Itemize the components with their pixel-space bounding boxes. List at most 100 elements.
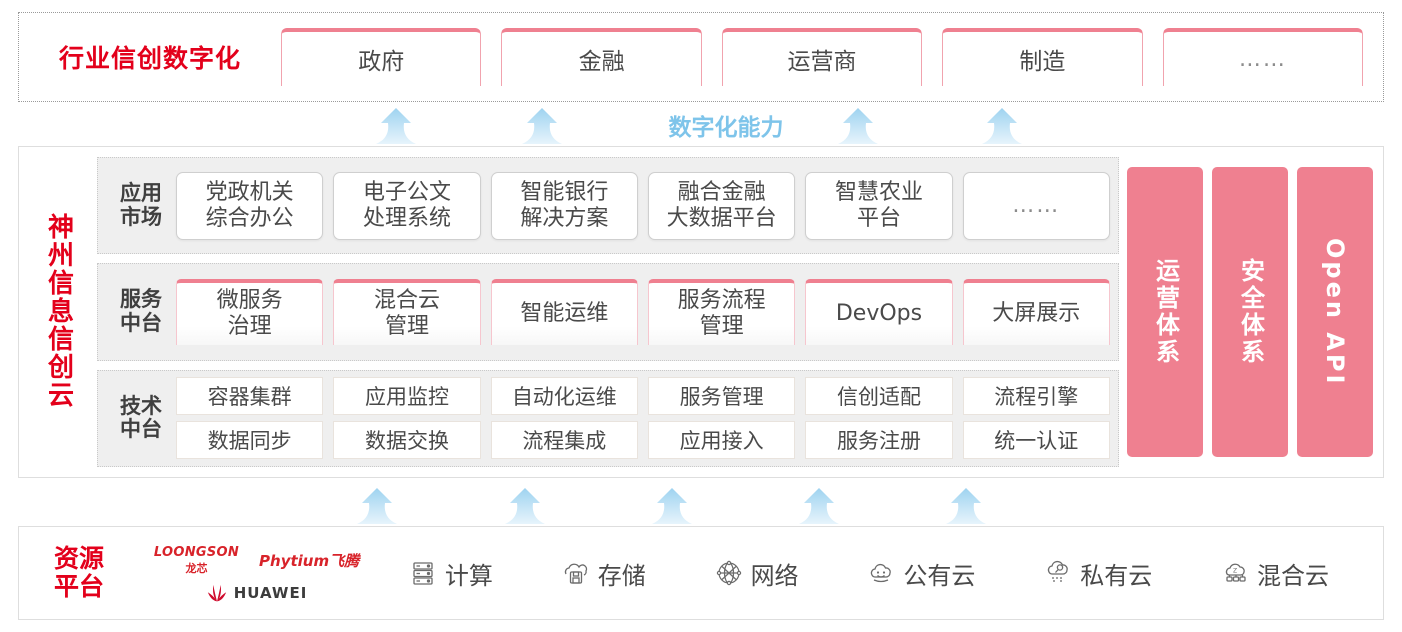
svc-cell-devops[interactable]: DevOps <box>805 278 953 345</box>
private-cloud-icon <box>1043 558 1073 588</box>
hybrid-cloud-icon: Z <box>1220 558 1250 588</box>
tech-cells-line-1: 容器集群 应用监控 自动化运维 服务管理 信创适配 流程引擎 <box>176 376 1110 416</box>
resource-item-hybrid-cloud[interactable]: Z 混合云 <box>1220 556 1329 591</box>
service-platform-cells: 微服务治理 混合云管理 智能运维 服务流程管理 DevOps <box>176 270 1110 353</box>
svc-cell-service-process-mgmt[interactable]: 服务流程管理 <box>647 278 796 345</box>
app-market-cells: 党政机关综合办公 电子公文处理系统 智能银行解决方案 融合金融大数据平台 智慧农 <box>176 164 1110 247</box>
row-app-market: 应用 市场 党政机关综合办公 电子公文处理系统 智能银行解决方案 <box>97 157 1119 255</box>
svg-text:Z: Z <box>1233 568 1237 575</box>
tech-cell-app-monitoring[interactable]: 应用监控 <box>333 376 481 415</box>
app-cell-edoc-system[interactable]: 电子公文处理系统 <box>333 171 481 240</box>
industry-band-title: 行业信创数字化 <box>58 44 241 73</box>
vendor-logo-row-top: LOONGSON 龙芯 Phytium飞腾 <box>154 545 359 576</box>
tech-cell-process-engine[interactable]: 流程引擎 <box>962 376 1110 415</box>
pillar-operations-system[interactable]: 运营体系 <box>1127 167 1203 457</box>
loongson-logo: LOONGSON 龙芯 <box>153 544 240 575</box>
resource-item-list: 计算 存储 <box>374 556 1383 591</box>
vendor-logos: LOONGSON 龙芯 Phytium飞腾 HUAWEI <box>139 545 374 602</box>
pillar-security-system[interactable]: 安全体系 <box>1212 167 1288 457</box>
tech-cell-xinchuang-adaptation[interactable]: 信创适配 <box>805 376 953 415</box>
cloud-title-char: 信 <box>47 268 74 299</box>
resource-item-label: 计算 <box>444 561 493 590</box>
app-cell-more[interactable]: …… <box>962 171 1110 240</box>
industry-box-more[interactable]: …… <box>1162 28 1364 86</box>
up-arrow-icon <box>795 488 843 524</box>
row-service-platform: 服务 中台 微服务治理 混合云管理 智能运维 <box>97 263 1119 361</box>
tech-cell-app-access[interactable]: 应用接入 <box>647 421 796 460</box>
pillar-label: Open API <box>1321 237 1349 387</box>
cloud-panel-title: 神 州 信 息 信 创 云 <box>19 147 97 477</box>
row-label-service-platform: 服务 中台 <box>120 287 162 335</box>
svc-cell-microservice-governance[interactable]: 微服务治理 <box>176 278 324 345</box>
resource-item-public-cloud[interactable]: 公有云 <box>866 556 975 591</box>
app-cell-smart-agriculture[interactable]: 智慧农业平台 <box>805 171 953 240</box>
industry-band: 行业信创数字化 政府 金融 运营商 制造 …… <box>18 12 1384 102</box>
cloud-side-pillars: 运营体系 安全体系 Open API <box>1127 157 1373 467</box>
cloud-rows: 应用 市场 党政机关综合办公 电子公文处理系统 智能银行解决方案 <box>97 157 1119 467</box>
cloud-title-char: 信 <box>47 325 74 356</box>
tech-cells-line-2: 数据同步 数据交换 流程集成 应用接入 服务注册 统一认证 <box>176 421 1110 460</box>
tech-cell-service-mgmt[interactable]: 服务管理 <box>647 376 796 415</box>
capability-label: 数字化能力 <box>668 115 784 141</box>
up-arrow-icon <box>942 488 990 524</box>
svc-cell-big-screen-display[interactable]: 大屏展示 <box>962 278 1110 345</box>
resource-item-label: 混合云 <box>1257 561 1330 590</box>
up-arrow-icon <box>518 108 566 144</box>
resource-platform-panel: 资源 平台 LOONGSON 龙芯 Phytium飞腾 <box>18 526 1384 620</box>
up-arrow-icon <box>978 108 1026 144</box>
server-icon <box>408 558 438 588</box>
resource-item-private-cloud[interactable]: 私有云 <box>1043 556 1152 591</box>
tech-cell-container-cluster[interactable]: 容器集群 <box>176 376 324 415</box>
resource-item-label: 存储 <box>597 561 646 590</box>
vendor-logo-row-bottom: HUAWEI <box>206 584 308 602</box>
cloud-title-char: 云 <box>47 381 74 412</box>
tech-cell-data-exchange[interactable]: 数据交换 <box>333 421 481 460</box>
up-arrow-icon <box>648 488 696 524</box>
pillar-label: 安全体系 <box>1236 258 1265 366</box>
tech-platform-cells: 容器集群 应用监控 自动化运维 服务管理 信创适配 流程引擎 数据同步 数据交换… <box>176 376 1110 460</box>
cloud-title-char: 神 <box>47 212 74 243</box>
huawei-wordmark: HUAWEI <box>233 583 308 602</box>
row-label-tech-platform: 技术 中台 <box>120 393 162 442</box>
cloud-title-char: 创 <box>47 353 74 384</box>
pillar-label: 运营体系 <box>1151 258 1180 366</box>
up-arrow-icon <box>353 488 401 524</box>
up-arrow-icon <box>372 108 420 144</box>
industry-box-list: 政府 金融 运营商 制造 …… <box>281 28 1383 86</box>
shenzhou-cloud-panel: 神 州 信 息 信 创 云 应用 市场 党政机关综合办公 <box>18 146 1384 478</box>
row-tech-platform: 技术 中台 容器集群 应用监控 自动化运维 服务管理 信创适配 流程引擎 <box>97 369 1119 467</box>
tech-cell-data-sync[interactable]: 数据同步 <box>176 421 324 460</box>
row-label-app-market: 应用 市场 <box>120 181 162 229</box>
app-cell-fintech-bigdata[interactable]: 融合金融大数据平台 <box>647 171 796 240</box>
cloud-title-char: 州 <box>47 240 74 271</box>
network-globe-icon <box>714 558 744 588</box>
tech-cell-process-integration[interactable]: 流程集成 <box>490 421 638 460</box>
pillar-open-api[interactable]: Open API <box>1297 167 1373 457</box>
capability-arrow-strip-top <box>0 104 1402 144</box>
app-cell-gov-office[interactable]: 党政机关综合办公 <box>176 171 324 240</box>
industry-box-finance[interactable]: 金融 <box>501 28 702 86</box>
resource-item-label: 公有云 <box>903 561 976 590</box>
resource-item-label: 网络 <box>750 561 799 590</box>
industry-box-telecom[interactable]: 运营商 <box>721 28 923 86</box>
tech-cell-automated-ops[interactable]: 自动化运维 <box>490 376 638 415</box>
cloud-panel-body: 应用 市场 党政机关综合办公 电子公文处理系统 智能银行解决方案 <box>97 147 1383 477</box>
phytium-logo: Phytium飞腾 <box>259 551 360 570</box>
tech-cell-unified-auth[interactable]: 统一认证 <box>962 421 1110 460</box>
resource-item-storage[interactable]: 存储 <box>561 556 646 591</box>
industry-box-manufacturing[interactable]: 制造 <box>942 28 1143 86</box>
app-cell-smart-bank[interactable]: 智能银行解决方案 <box>490 171 638 240</box>
industry-box-government[interactable]: 政府 <box>281 28 482 86</box>
huawei-flower-icon <box>206 584 228 602</box>
huawei-logo: HUAWEI <box>206 584 308 602</box>
cloud-title-char: 息 <box>47 296 74 327</box>
tech-cell-service-registry[interactable]: 服务注册 <box>805 421 953 460</box>
up-arrow-icon <box>834 108 882 144</box>
resource-arrow-strip-bottom <box>0 482 1402 524</box>
up-arrow-icon <box>501 488 549 524</box>
resource-item-network[interactable]: 网络 <box>714 556 799 591</box>
svc-cell-hybrid-cloud-mgmt[interactable]: 混合云管理 <box>333 278 481 345</box>
svc-cell-intelligent-ops[interactable]: 智能运维 <box>490 278 638 345</box>
resource-item-compute[interactable]: 计算 <box>408 556 493 591</box>
